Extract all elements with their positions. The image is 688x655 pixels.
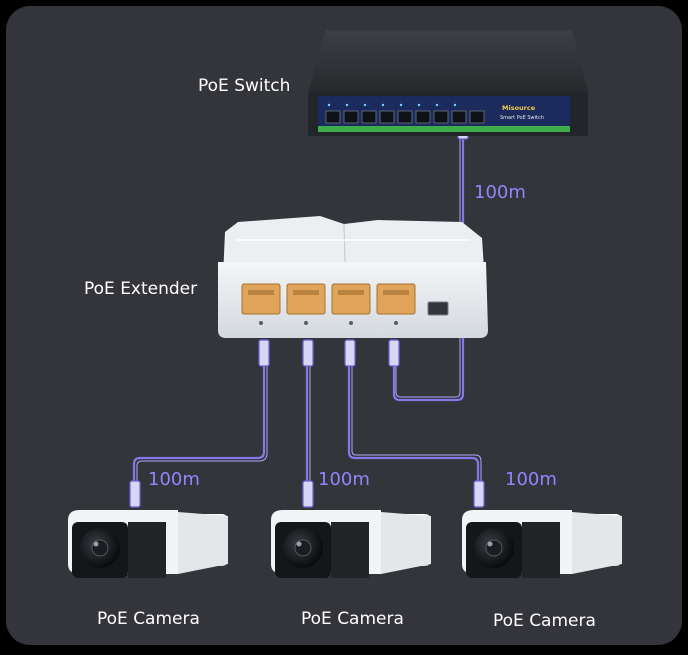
camera-2-label: PoE Camera: [301, 609, 404, 629]
device-labels: PoE Switch PoE Extender PoE Camera PoE C…: [84, 76, 596, 631]
camera-3-cable: [347, 352, 480, 492]
cables: [132, 138, 482, 492]
switch-model: Smart PoE Switch: [500, 115, 544, 121]
plug-icon: [473, 480, 485, 508]
camera-1-cable-inner: [136, 352, 268, 492]
switch-brand: Misource: [502, 104, 536, 112]
switch-ports: [325, 110, 485, 124]
extender-leds: [259, 321, 398, 325]
cable-length-labels: 100m 100m 100m 100m: [148, 182, 557, 490]
uplink-length-label: 100m: [474, 182, 526, 203]
camera-3-cable-inner: [351, 352, 482, 492]
plug-icon: [129, 480, 141, 508]
switch-green-strip: [318, 126, 570, 132]
camera-3-label: PoE Camera: [493, 611, 596, 631]
rj45-port: [376, 283, 416, 315]
camera-2-device: [271, 510, 431, 578]
camera-3-length-label: 100m: [505, 469, 557, 490]
plug-icon: [258, 339, 270, 367]
rj45-port: [241, 283, 281, 315]
uplink-cable-inner: [395, 138, 461, 398]
camera-1-length-label: 100m: [148, 469, 200, 490]
plug-icon: [388, 339, 400, 367]
dc-port: [427, 301, 449, 316]
rj45-port: [286, 283, 326, 315]
plug-icon: [344, 339, 356, 367]
camera-1-cable: [132, 352, 266, 492]
switch-top: [308, 30, 588, 92]
rj45-port: [331, 283, 371, 315]
switch-leds: [327, 103, 457, 107]
poe-switch-device: Misource Smart PoE Switch: [308, 30, 588, 136]
plug-icon: [302, 339, 314, 367]
uplink-cable: [392, 138, 465, 402]
camera-2-length-label: 100m: [318, 469, 370, 490]
camera-3-device: [462, 510, 622, 578]
extender-label: PoE Extender: [84, 279, 197, 299]
plug-icon: [302, 480, 314, 508]
poe-extender-device: [218, 216, 488, 338]
camera-1-label: PoE Camera: [97, 609, 200, 629]
camera-1-device: [68, 510, 228, 578]
switch-label: PoE Switch: [198, 76, 290, 96]
extender-port-pins: [248, 290, 409, 295]
